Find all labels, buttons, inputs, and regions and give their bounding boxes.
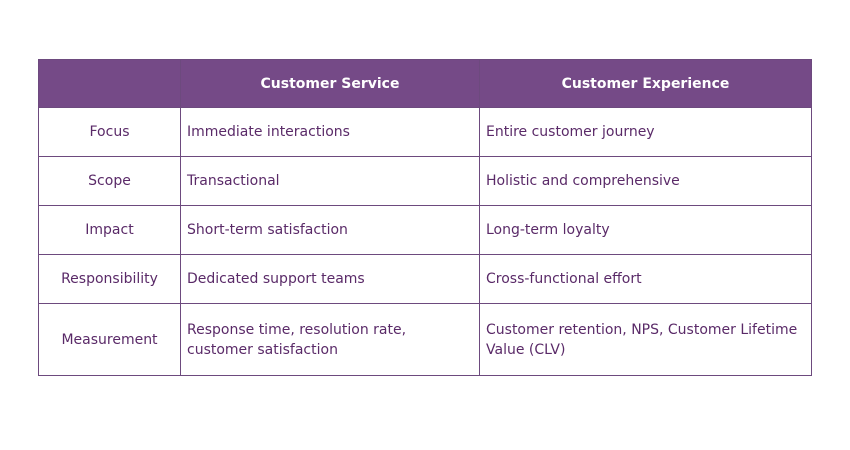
service-cell: Transactional xyxy=(180,156,480,206)
header-corner-cell xyxy=(38,59,181,108)
experience-cell: Holistic and comprehensive xyxy=(479,156,812,206)
row-label: Measurement xyxy=(38,303,181,376)
table-row: Scope Transactional Holistic and compreh… xyxy=(38,156,812,206)
experience-cell: Customer retention, NPS, Customer Lifeti… xyxy=(479,303,812,376)
service-cell: Immediate interactions xyxy=(180,107,480,157)
row-label: Responsibility xyxy=(38,254,181,304)
header-customer-service: Customer Service xyxy=(180,59,480,108)
service-cell: Response time, resolution rate, customer… xyxy=(180,303,480,376)
row-label: Scope xyxy=(38,156,181,206)
row-label: Focus xyxy=(38,107,181,157)
service-cell: Dedicated support teams xyxy=(180,254,480,304)
row-label: Impact xyxy=(38,205,181,255)
experience-cell: Cross-functional effort xyxy=(479,254,812,304)
table-row: Responsibility Dedicated support teams C… xyxy=(38,254,812,304)
table-row: Impact Short-term satisfaction Long-term… xyxy=(38,205,812,255)
experience-cell: Entire customer journey xyxy=(479,107,812,157)
header-customer-experience: Customer Experience xyxy=(479,59,812,108)
table-header-row: Customer Service Customer Experience xyxy=(38,59,812,108)
comparison-table: Customer Service Customer Experience Foc… xyxy=(38,59,812,376)
service-cell: Short-term satisfaction xyxy=(180,205,480,255)
table-row: Measurement Response time, resolution ra… xyxy=(38,303,812,376)
experience-cell: Long-term loyalty xyxy=(479,205,812,255)
table-row: Focus Immediate interactions Entire cust… xyxy=(38,107,812,157)
